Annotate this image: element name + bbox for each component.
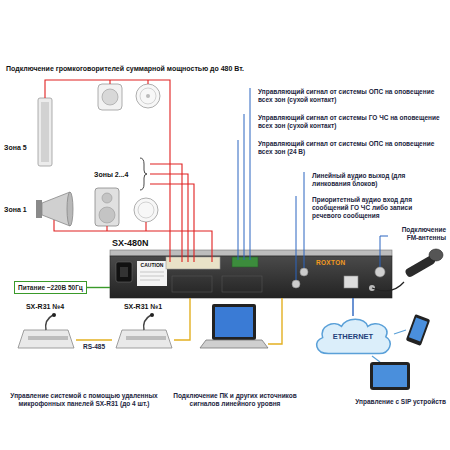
- annotation: Линейный аудио выход (для линкования бло…: [312, 172, 424, 188]
- rs485-cable: [174, 298, 190, 340]
- mic-head: [429, 249, 443, 261]
- audio-jack: [300, 268, 308, 276]
- cloud-shape: [317, 319, 390, 353]
- ethernet-cable: [352, 298, 353, 316]
- horn-speaker: [42, 192, 70, 226]
- power-socket: [116, 262, 132, 282]
- speaker-wire: [145, 222, 146, 231]
- speaker-wire: [150, 184, 194, 262]
- woofer: [99, 207, 115, 223]
- horn-mouth: [67, 192, 73, 226]
- speaker-grille: [138, 202, 154, 218]
- annotation: Управляющий сигнал от системы ОПС на опо…: [258, 140, 440, 156]
- leader-line: [304, 172, 305, 268]
- node-label: Питание ~220В 50Гц: [18, 283, 83, 292]
- leader-line: [244, 114, 245, 260]
- mic-panel: [116, 330, 172, 348]
- gooseneck: [46, 315, 53, 330]
- annotation: Подключение FM-антенны: [392, 226, 446, 242]
- leader-line: [296, 196, 297, 280]
- node-label: SX-480N: [112, 238, 149, 248]
- caption-text: Управление системой с помощью удаленных …: [4, 392, 164, 408]
- speaker-wire: [150, 164, 182, 262]
- speaker-grille: [140, 88, 156, 104]
- speaker-wire: [109, 80, 110, 84]
- node-label: SX-R31 №4: [14, 302, 76, 311]
- node-label: SX-R31 №1: [112, 302, 174, 311]
- speaker-wire: [150, 174, 188, 262]
- tweeter: [102, 193, 112, 203]
- speaker-wire: [54, 220, 212, 262]
- caution-sticker: [137, 261, 167, 286]
- panel-buttons: [28, 336, 68, 340]
- vent: [172, 276, 212, 292]
- speaker-wire: [45, 80, 170, 262]
- tablet: [370, 362, 410, 390]
- panel-buttons: [126, 336, 166, 340]
- mic-capsule: [52, 313, 56, 317]
- smartphone-screen: [409, 318, 427, 342]
- mic-panel-node: SX-R31 №1: [112, 302, 174, 349]
- vent: [222, 276, 262, 292]
- sticker-line: [140, 276, 164, 277]
- node-label: ETHERNET: [333, 332, 373, 341]
- ceiling-speaker: [136, 84, 160, 108]
- speaker-grille: [41, 102, 49, 162]
- speaker-wire: [106, 226, 107, 231]
- annotation: Управляющий сигнал от системы ОПС на опо…: [258, 88, 440, 104]
- tablet-screen: [373, 365, 407, 387]
- annotation: Управляющий сигнал от системы ГО ЧС на о…: [258, 114, 440, 130]
- mic-cable: [372, 282, 404, 291]
- zone-label: Зоны 2...4: [94, 170, 128, 179]
- diagram-title: Подключение громкоговорителей суммарной …: [6, 64, 244, 73]
- wall-speaker: [98, 84, 122, 110]
- sticker-line: [140, 280, 160, 281]
- power-cable: [87, 287, 110, 288]
- leader-line: [380, 236, 388, 267]
- caption-text: Подключение ПК и других источников сигна…: [168, 392, 302, 408]
- laptop-screen: [212, 304, 256, 340]
- column-speaker: [38, 98, 52, 166]
- audio-jack: [292, 280, 300, 288]
- zone-label: Зона 1: [4, 205, 27, 214]
- smartphone: [406, 314, 431, 346]
- annotation: Приоритетный аудио вход для сообщений ГО…: [312, 196, 440, 220]
- mic-panel-node: SX-R31 №4: [14, 302, 76, 349]
- speaker-cone: [102, 89, 118, 105]
- device-rear-panel: [110, 256, 392, 298]
- brand-logo: ROXTON: [316, 259, 346, 267]
- ethernet-port: [344, 276, 358, 288]
- mic-panel: [18, 330, 74, 348]
- horn-mount: [36, 200, 42, 218]
- network-link: [394, 330, 406, 334]
- sticker-line: [140, 272, 164, 273]
- gooseneck: [144, 315, 151, 330]
- bracket: [140, 158, 147, 190]
- ceiling-speaker: [134, 198, 158, 222]
- network-link: [372, 356, 380, 362]
- speaker-center: [146, 94, 150, 98]
- power-box: Питание ~220В 50Гц: [14, 281, 87, 294]
- line-cable: [268, 298, 282, 344]
- warning-sticker-text: CAUTION: [137, 262, 167, 268]
- edge-label: RS-485: [82, 343, 106, 351]
- network-cloud: ETHERNET: [312, 316, 394, 356]
- laptop-base: [200, 340, 268, 348]
- leader-line: [250, 88, 251, 260]
- laptop-display: [215, 307, 253, 337]
- caption-text: Управление с SIP устройств: [318, 398, 446, 406]
- zone-label: Зона 5: [4, 143, 27, 152]
- speaker-wire: [147, 80, 148, 84]
- power-socket-pins: [120, 267, 128, 277]
- device-top: [110, 250, 392, 256]
- leader-line: [238, 140, 239, 260]
- amplifier-unit: SX-480N: [110, 250, 392, 298]
- box-speaker: [95, 188, 119, 226]
- mic-capsule: [150, 313, 154, 317]
- rs485-cable: [76, 339, 112, 340]
- fm-connector: [375, 267, 385, 277]
- control-terminal: [232, 257, 258, 267]
